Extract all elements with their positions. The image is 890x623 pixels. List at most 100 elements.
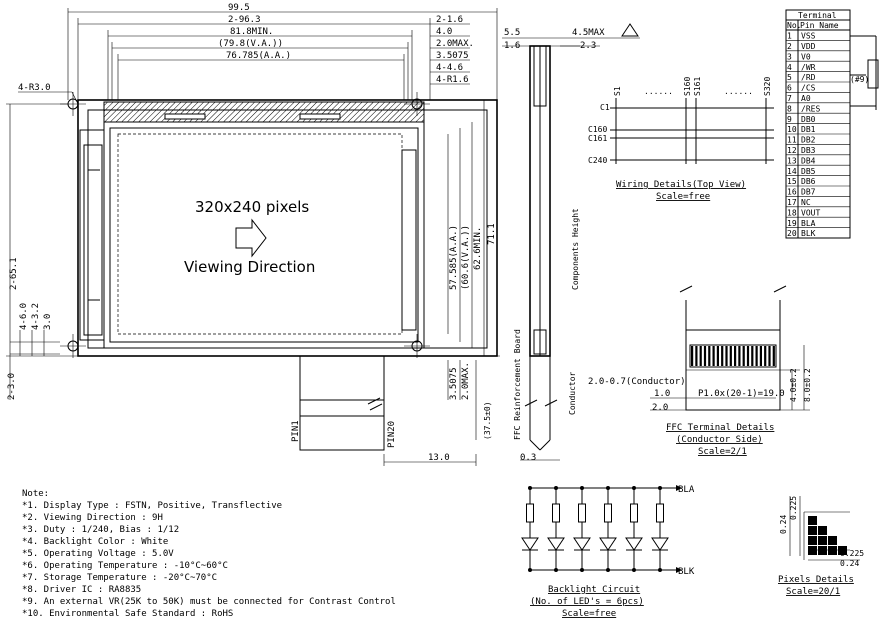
dim-hole-pitch: 2-96.3 (228, 15, 261, 25)
terminal-pin-name: DB1 (801, 125, 816, 134)
pixel-dot (838, 546, 847, 555)
dim-aa-offset: 3.5075 (436, 51, 469, 61)
led-string (547, 486, 565, 572)
terminal-header-no: No. (787, 21, 801, 30)
terminal-pin-no: 1 (787, 32, 792, 41)
ffc-finger (734, 346, 737, 366)
pin20-label: PIN20 (387, 421, 397, 448)
terminal-pin-name: NC (801, 198, 811, 207)
dim-side-bottom: 0.3 (520, 453, 536, 463)
terminal-pin-name: DB7 (801, 188, 816, 197)
note-1: *1. Display Type : FSTN, Positive, Trans… (22, 501, 282, 511)
blk-label: BLK (678, 567, 695, 577)
terminal-pin-no: 11 (787, 136, 797, 145)
note-9: *9. An external VR(25K to 50K) must be c… (22, 597, 396, 607)
ffc-finger (738, 346, 741, 366)
seg-label-s1: S1 (613, 86, 622, 96)
ffc-finger (772, 346, 775, 366)
dim-slot-radius: 4-R1.6 (436, 75, 469, 85)
com-label-c160: C160 (588, 125, 607, 134)
dim-side-glass: 1.6 (504, 41, 520, 51)
pixel-title: Pixels Details (778, 575, 854, 585)
pixel-details: 0.24 0.225 0.225 0.24 Pixels Details Sca… (778, 496, 864, 597)
bla-label: BLA (678, 485, 695, 495)
notes-heading: Note: (22, 489, 49, 499)
ffc-conductor-dim: 2.0-0.7(Conductor) (588, 377, 686, 387)
dim-left-height: 2-65.1 (9, 257, 19, 290)
pin1-label: PIN1 (291, 420, 301, 442)
led-string (625, 486, 643, 572)
terminal-pin-name: VDD (801, 42, 816, 51)
note-4: *4. Backlight Color : White (22, 537, 168, 547)
front-view: 99.5 2-96.3 81.8MIN. (79.8(V.A.)) 76.785… (6, 3, 500, 466)
terminal-pin-no: 6 (787, 84, 792, 93)
note-6: *6. Operating Temperature : -10°C~60°C (22, 561, 228, 571)
ffc-title: FFC Terminal Details (666, 423, 774, 433)
terminal-pin-no: 10 (787, 125, 797, 134)
terminal-pin-name: VSS (801, 32, 816, 41)
wiring-details: S1 S160 S161 S320 ...... ...... C1 C160 … (588, 77, 774, 202)
backlight-subtitle: (No. of LED's = 6pcs) (530, 597, 644, 607)
ffc-finger (703, 346, 707, 366)
terminal-pin-no: 15 (787, 177, 797, 186)
terminal-header-pin: Pin Name (800, 21, 839, 30)
terminal-pin-no: 16 (787, 188, 797, 197)
dim-viewing-area: (79.8(V.A.)) (218, 39, 283, 49)
terminal-pin-no: 2 (787, 42, 792, 51)
ffc-details: 2.0-0.7(Conductor) 1.0 2.0 P1.0x(20-1)=1… (588, 285, 812, 457)
dim-max-offset: 2.0MAX. (436, 39, 474, 49)
resolution-label: 320x240 pixels (195, 198, 309, 216)
viewing-direction-label: Viewing Direction (184, 258, 315, 276)
note-3: *3. Duty : 1/240, Bias : 1/12 (22, 525, 179, 535)
pixel-dim-a: 0.24 (779, 515, 788, 534)
terminal-pin-name: DB2 (801, 136, 816, 145)
terminal-pin-no: 3 (787, 52, 792, 61)
ffc-scale: Scale=2/1 (698, 447, 747, 457)
dim-side-thickness: 5.5 (504, 28, 520, 38)
led-string (651, 486, 669, 572)
led-string (599, 486, 617, 572)
dim-left-c: 3.0 (43, 314, 53, 330)
terminal-pin-no: 19 (787, 219, 797, 228)
pixel-dim-d: 0.24 (840, 559, 859, 568)
note-7: *7. Storage Temperature : -20°C~70°C (22, 573, 217, 583)
seg-label-s161: S161 (693, 77, 702, 96)
ffc-finger (751, 346, 754, 366)
terminal-pin-no: 17 (787, 198, 797, 207)
components-height-label: Components Height (571, 208, 580, 290)
dim-min-height: 62.6MIN. (473, 227, 483, 270)
ffc-finger (729, 346, 732, 366)
dim-corner-radius: 4-R3.0 (18, 83, 51, 93)
ffc-dim-4: 4.0±0.2 (789, 368, 798, 402)
dim-ffc-length: (37.5±0) (483, 401, 492, 440)
led-string (573, 486, 591, 572)
backlight-circuit: BLA BLK Backlight Circuit (No. of LED's … (521, 485, 695, 619)
terminal-pin-name: DB6 (801, 177, 816, 186)
ffc-finger (764, 346, 767, 366)
pixel-dim-b: 0.225 (789, 496, 798, 520)
ffc-finger (708, 346, 711, 366)
backlight-scale: Scale=free (562, 609, 616, 619)
dim-bottom-max: 2.0MAX. (461, 362, 471, 400)
com-label-c161: C161 (588, 134, 607, 143)
dim-slot: 4-4.6 (436, 63, 463, 73)
ffc-pitch-a: 1.0 (654, 389, 670, 399)
pixel-dot (818, 526, 827, 535)
ffc-finger (759, 346, 762, 366)
dim-side-max: 4.5MAX (572, 28, 605, 38)
pixel-dot (808, 536, 817, 545)
seg-label-s320: S320 (763, 77, 772, 96)
pixel-scale: Scale=20/1 (786, 587, 840, 597)
ffc-finger (755, 346, 758, 366)
terminal-pin-no: 12 (787, 146, 797, 155)
wiring-title: Wiring Details(Top View) (616, 180, 746, 190)
ffc-finger (695, 346, 698, 366)
seg-label-s160: S160 (683, 77, 692, 96)
dim-ffc-offset: 13.0 (428, 453, 450, 463)
terminal-title: Terminal (798, 11, 837, 20)
terminal-pin-no: 5 (787, 73, 792, 82)
dim-side-offset: 2.3 (580, 41, 596, 51)
terminal-pin-name: /CS (801, 84, 816, 93)
